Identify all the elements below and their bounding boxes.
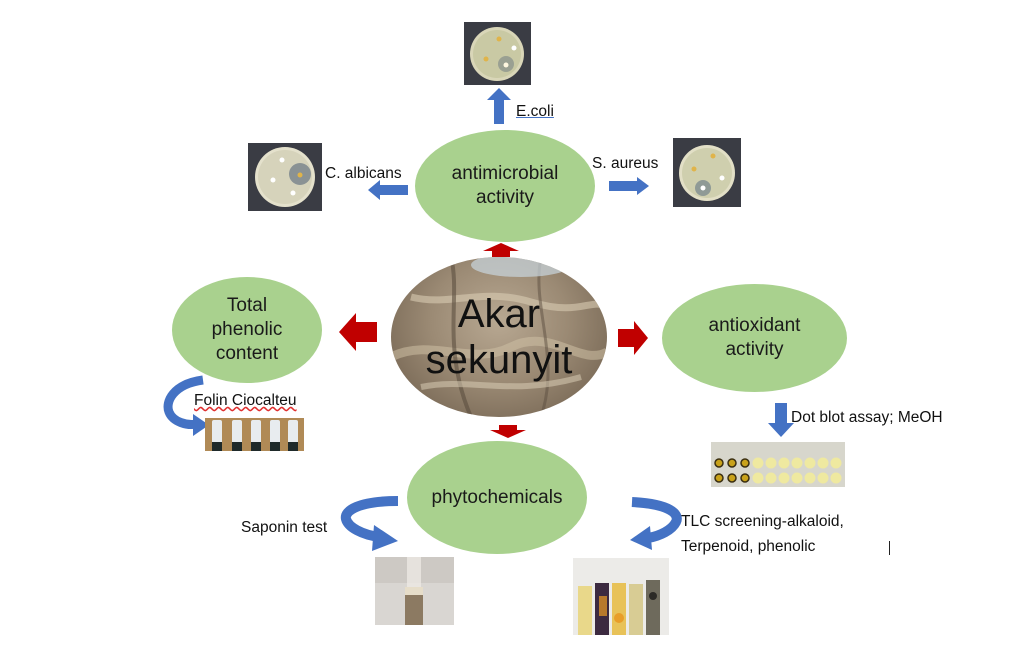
tlc-plates-photo — [573, 558, 669, 635]
dot-blot-spot — [830, 457, 842, 469]
dot-blot-label: Dot blot assay; MeOH — [791, 409, 943, 426]
red-arrow-left-icon — [339, 313, 377, 351]
text-cursor — [889, 541, 890, 555]
dot-blot-spot — [752, 457, 764, 469]
root-texture-icon — [391, 257, 607, 417]
dot-blot-spot — [778, 472, 790, 484]
saureus-label: S. aureus — [592, 155, 659, 172]
ecoli-petri-photo — [464, 22, 531, 85]
center-line2: sekunyit — [425, 338, 573, 382]
folin-tubes-photo — [205, 418, 304, 451]
antimicrobial-line2: activity — [475, 187, 535, 208]
red-arrow-right-icon — [618, 321, 648, 355]
ecoli-label: E.coli — [516, 103, 554, 120]
dot-blot-spot — [765, 457, 777, 469]
dot-blot-spot — [714, 473, 724, 483]
center-line1: Akar — [457, 292, 541, 336]
dot-blot-photo — [711, 442, 845, 487]
dot-blot-spot — [740, 473, 750, 483]
arrow-right-saureus-icon — [609, 177, 649, 195]
total-phenolic-content-node: Total phenolic content — [172, 277, 322, 383]
saponin-tube-photo — [375, 557, 454, 625]
saponin-test-label: Saponin test — [241, 519, 328, 536]
dot-blot-spot — [830, 472, 842, 484]
dot-blot-spot — [791, 457, 803, 469]
dot-blot-spot — [817, 457, 829, 469]
folin-ciocalteu-label: Folin Ciocalteu — [194, 392, 297, 409]
dot-blot-spot — [817, 472, 829, 484]
dot-blot-spot — [752, 472, 764, 484]
dot-blot-spot — [778, 457, 790, 469]
red-arrow-down-icon — [490, 425, 526, 438]
calbicans-label: C. albicans — [325, 165, 402, 182]
antimicrobial-activity-node: antimicrobial activity — [415, 130, 595, 242]
saureus-petri-photo — [673, 138, 741, 207]
arrow-down-dotblot-icon — [768, 403, 794, 437]
phytochemicals-node: phytochemicals — [407, 441, 587, 554]
antioxidant-line1: antioxidant — [708, 315, 801, 336]
antimicrobial-line1: antimicrobial — [451, 163, 559, 184]
tlc-screening-label-line1: TLC screening-alkaloid, — [681, 513, 844, 530]
curved-arrow-saponin-icon — [340, 496, 399, 551]
antioxidant-activity-node: antioxidant activity — [662, 284, 847, 392]
curved-arrow-folin-icon — [163, 375, 209, 436]
curved-arrow-tlc-icon — [630, 497, 682, 550]
arrow-left-calbicans-icon — [368, 180, 408, 200]
dot-blot-spot — [727, 473, 737, 483]
red-arrow-up-icon — [483, 243, 519, 257]
tlc-screening-label-line2: Terpenoid, phenolic — [681, 538, 816, 555]
akar-sekunyit-center-node: Akar sekunyit — [391, 257, 607, 417]
phenolic-line3: content — [215, 343, 279, 364]
phenolic-line2: phenolic — [211, 319, 283, 340]
phenolic-line1: Total — [226, 295, 268, 316]
dot-blot-spot — [791, 472, 803, 484]
calbicans-petri-photo — [248, 143, 322, 211]
phytochemicals-label: phytochemicals — [431, 486, 563, 508]
antioxidant-line2: activity — [725, 339, 784, 360]
dot-blot-spot — [804, 472, 816, 484]
dot-blot-spot — [727, 458, 737, 468]
dot-blot-spot — [714, 458, 724, 468]
dot-blot-spot — [740, 458, 750, 468]
dot-blot-spot — [804, 457, 816, 469]
dot-blot-spot — [765, 472, 777, 484]
arrow-up-ecoli-icon — [487, 88, 511, 124]
